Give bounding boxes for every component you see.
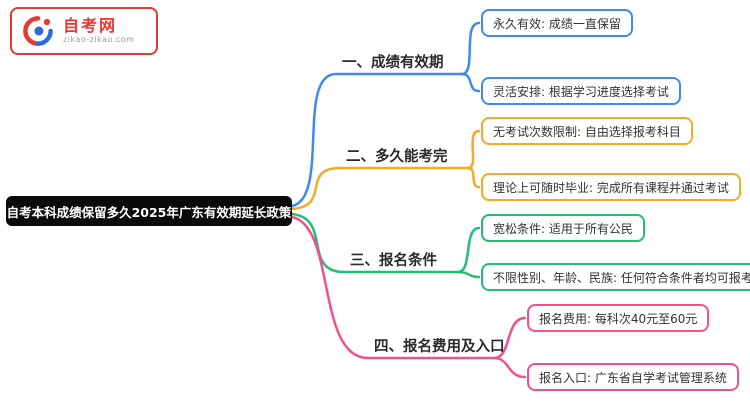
root-topic: 自考本科成绩保留多久2025年广东有效期延长政策 [6, 196, 292, 226]
branch2-leaf2-connector [466, 166, 481, 189]
leaf-node: 宽松条件: 适用于所有公民 [481, 214, 645, 242]
zikao-logo-icon [23, 16, 53, 46]
branch3-leaf1-connector [456, 226, 481, 274]
leaf-node: 理论上可随时毕业: 完成所有课程并通过考试 [481, 173, 741, 201]
leaf-node: 灵活安排: 根据学习进度选择考试 [481, 77, 681, 105]
logo-subtitle: zikao-zikao.com [63, 35, 135, 45]
site-logo[interactable]: 自考网 zikao-zikao.com [10, 7, 158, 55]
branch-label-4: 四、报名费用及入口 [374, 339, 505, 355]
branch1-main-connector [290, 72, 464, 208]
branch-label-2: 二、多久能考完 [346, 149, 448, 165]
logo-title: 自考网 [63, 15, 118, 35]
branch-label-1: 一、成绩有效期 [342, 55, 444, 71]
leaf-node: 不限性别、年龄、民族: 任何符合条件者均可报考 [481, 263, 750, 291]
leaf-node: 报名费用: 每科次40元至60元 [527, 304, 710, 332]
leaf-node: 永久有效: 成绩一直保留 [481, 9, 633, 37]
branch3-leaf2-connector [456, 270, 481, 279]
leaf-node: 报名入口: 广东省自学考试管理系统 [527, 363, 739, 391]
leaf-node: 无考试次数限制: 自由选择报考科目 [481, 117, 693, 145]
logo-text: 自考网 zikao-zikao.com [63, 17, 134, 45]
branch2-leaf1-connector [466, 129, 481, 170]
branch1-leaf2-connector [460, 72, 481, 93]
branch4-leaf2-connector [492, 356, 527, 379]
branch-label-3: 三、报名条件 [350, 253, 437, 269]
branch1-leaf1-connector [460, 21, 481, 76]
branch2-main-connector [290, 166, 470, 211]
